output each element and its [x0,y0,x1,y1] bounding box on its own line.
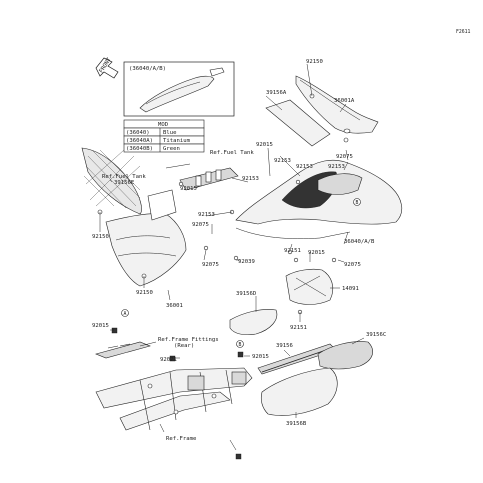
mod-color-1: Titanium [163,138,191,144]
label-92153-d2: 92153 [242,176,259,182]
label-39156c: 39156C [366,332,386,338]
label-92075-top: 92075 [336,154,353,160]
label-ref-fuel-tank-2: Ref.Fuel Tank [102,174,146,180]
part-39156a-shape [265,99,331,147]
label-92015-e: 92015 [252,354,269,360]
callout-b-right: B [353,198,361,206]
part-39156c-shape [317,341,373,370]
label-39156: 39156 [276,343,293,349]
part-39156d-shape [229,309,278,336]
label-92153-b: 92153 [296,164,313,170]
label-92015-a: 92015 [256,142,273,148]
label-92039: 92039 [238,259,255,265]
leader-lines [99,63,365,451]
part-39156e-shape [81,147,142,215]
part-36001a-shape [295,75,379,134]
callout-b-bottom: B [236,340,244,348]
inset-box: (36040/A/B) [123,61,235,117]
label-36001: 36001 [166,303,183,309]
seat-bracket-shape [178,167,239,191]
inset-title: (36040/A/B) [129,66,166,72]
label-92151-b: 92151 [290,325,307,331]
label-92153-d: 92153 [198,212,215,218]
label-ref-fuel-tank-1: Ref.Fuel Tank [210,150,254,156]
part-36040-shape [235,159,403,239]
label-39156e: 39156E [114,180,135,186]
label-92015-b: 92015 [180,186,197,192]
svg-text:A: A [124,311,127,317]
label-ref-frame: Ref.Frame [166,436,197,442]
label-92015-c: 92015 [308,250,325,256]
mod-table: MOD (36040) Blue (36040A) Titanium (3604… [123,119,205,153]
label-92153-c: 92153 [328,164,345,170]
label-92150-left: 92150 [92,234,109,240]
mod-color-0: Blue [163,130,177,136]
subframe-shape [95,367,253,431]
label-92075-c: 92075 [202,262,219,268]
label-ref-frame-fittings-1: Ref.Frame Fittings [158,337,219,343]
label-39156d: 39156D [236,291,257,297]
part-36001-shape [105,189,187,287]
label-39156b: 39156B [286,421,307,427]
label-36001a: 36001A [334,98,355,104]
svg-text:B: B [239,342,242,348]
label-92075-mid: 92075 [192,222,209,228]
label-92150-bot: 92150 [136,290,153,296]
label-92075-d: 92075 [344,262,361,268]
svg-text:B: B [356,200,359,206]
label-92071: 92071 [160,357,177,363]
diagram-id: F2611 [456,29,471,35]
label-92153-a: 92153 [274,158,291,164]
mod-part-2: (36040B) [126,146,153,152]
mod-header: MOD [158,122,169,128]
part-14091-shape [285,268,334,305]
label-92150-top: 92150 [306,59,323,65]
mod-color-2: Green [163,146,180,152]
label-92151-a: 92151 [284,248,301,254]
frame-fitting-shape [95,341,151,359]
label-14091: 14091 [342,286,359,292]
front-arrow-icon: FRONT [95,56,119,79]
label-39156a: 39156A [266,90,287,96]
label-36040ab: 36040/A/B [344,239,375,245]
label-92015-left: 92015 [92,323,109,329]
part-39156b-shape [260,367,338,416]
mod-part-1: (36040A) [126,138,153,144]
mod-part-0: (36040) [126,130,150,136]
label-ref-frame-fittings-2: (Rear) [174,343,194,349]
callout-a-top: A [121,309,129,317]
